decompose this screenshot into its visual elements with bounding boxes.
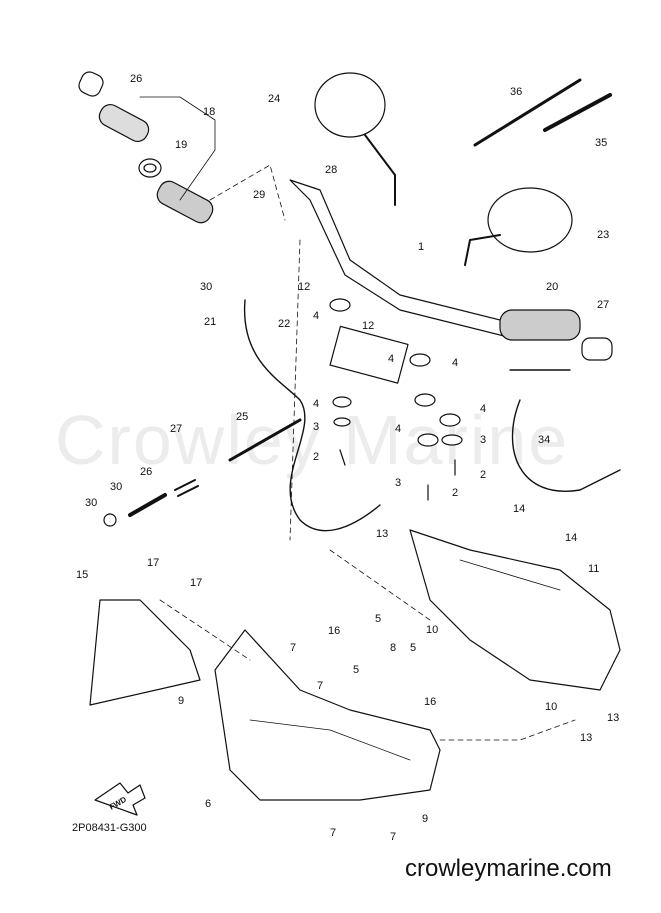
callout: 5 xyxy=(353,664,359,676)
callout: 17 xyxy=(190,577,202,589)
watermark-text: Crowley Marine xyxy=(55,401,570,479)
cables xyxy=(228,299,621,532)
spring-parts xyxy=(103,479,199,527)
callout: 13 xyxy=(376,528,388,540)
callout: 30 xyxy=(110,481,122,493)
fwd-arrow-icon xyxy=(94,782,146,816)
callout: 10 xyxy=(545,701,557,713)
callout: 23 xyxy=(597,229,609,241)
left-grip-assembly xyxy=(78,71,216,224)
callout: 13 xyxy=(580,732,592,744)
callout: 28 xyxy=(325,164,337,176)
callout: 5 xyxy=(375,613,381,625)
callout: 4 xyxy=(313,398,319,410)
callout: 27 xyxy=(597,299,609,311)
callout: 19 xyxy=(175,139,187,151)
callout: 4 xyxy=(480,403,486,415)
diagram-code: 2P08431-G300 xyxy=(72,822,147,834)
callout: 13 xyxy=(607,712,619,724)
callout: 12 xyxy=(298,281,310,293)
callout: 18 xyxy=(203,106,215,118)
callout: 4 xyxy=(452,357,458,369)
callout: 11 xyxy=(588,563,599,575)
callout: 14 xyxy=(513,503,525,515)
callout: 20 xyxy=(546,281,558,293)
callout: 25 xyxy=(236,411,248,423)
callout: 3 xyxy=(313,421,319,433)
callout: 7 xyxy=(330,827,336,839)
windshield xyxy=(89,599,201,706)
callout: 34 xyxy=(538,434,550,446)
callout: 15 xyxy=(76,569,88,581)
callout-numbers: 26 18 19 24 36 35 28 29 23 1 30 12 20 27… xyxy=(76,73,619,843)
callout: 6 xyxy=(205,798,211,810)
callout: 16 xyxy=(424,696,436,708)
callout: 16 xyxy=(328,625,340,637)
callout: 29 xyxy=(253,189,265,201)
front-cover xyxy=(214,629,441,801)
handle-cover xyxy=(409,529,621,691)
callout: 26 xyxy=(140,466,152,478)
callout: 3 xyxy=(480,434,486,446)
callout: 5 xyxy=(410,642,416,654)
callout: 21 xyxy=(204,316,216,328)
callout: 2 xyxy=(480,469,486,481)
callout: 7 xyxy=(290,642,296,654)
callout: 7 xyxy=(317,680,323,692)
callout: 22 xyxy=(278,318,290,330)
handlebar xyxy=(289,179,613,361)
callout: 26 xyxy=(130,73,142,85)
callout: 10 xyxy=(426,624,438,636)
callout: 12 xyxy=(362,320,374,332)
handlebar-mount-parts xyxy=(329,298,463,501)
callout: 27 xyxy=(170,423,182,435)
cable-ties xyxy=(473,78,612,147)
callout: 24 xyxy=(268,93,280,105)
site-url[interactable]: crowleymarine.com xyxy=(405,855,612,882)
callout: 7 xyxy=(390,831,396,843)
callout: 36 xyxy=(510,86,522,98)
callout: 9 xyxy=(422,813,428,825)
callout: 30 xyxy=(200,281,212,293)
callout: 2 xyxy=(452,487,458,499)
mirrors xyxy=(314,72,573,266)
callout: 9 xyxy=(178,695,184,707)
callout: 4 xyxy=(395,423,401,435)
callout: 14 xyxy=(565,532,577,544)
callout: 30 xyxy=(85,497,97,509)
callout: 1 xyxy=(418,241,424,253)
callout: 4 xyxy=(388,353,394,365)
callout: 3 xyxy=(395,477,401,489)
callout: 17 xyxy=(147,557,159,569)
leader-lines xyxy=(159,164,576,741)
callout: 35 xyxy=(595,137,607,149)
callout: 8 xyxy=(390,642,396,654)
callout: 2 xyxy=(313,451,319,463)
callout: 4 xyxy=(313,310,319,322)
